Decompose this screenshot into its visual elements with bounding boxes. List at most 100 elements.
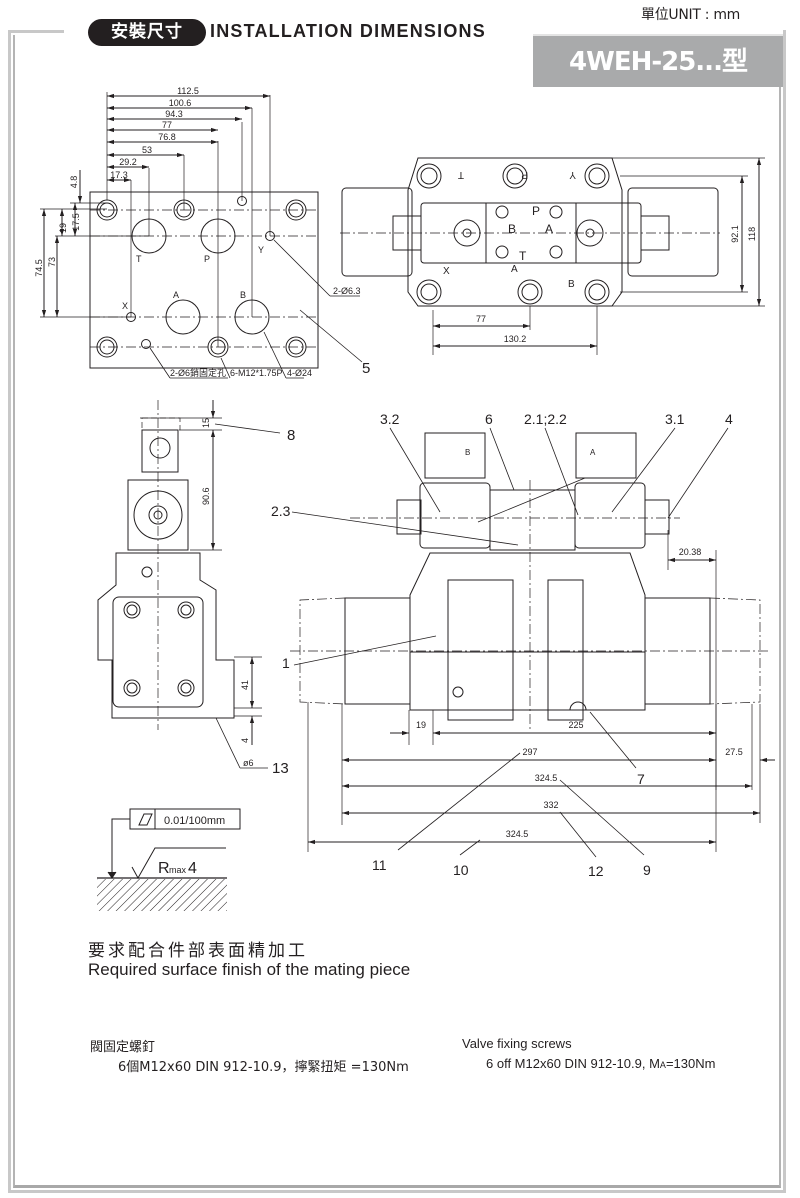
dim-94-3: 94.3: [165, 109, 183, 119]
callout-item-5: 5: [362, 360, 370, 377]
callout-6: 6: [485, 411, 493, 427]
screws-value-en-suffix: =130Nm: [665, 1056, 716, 1071]
dim-20-38: 20.38: [679, 547, 702, 557]
dim-19-front: 19: [416, 720, 426, 730]
leader-lines: [149, 239, 363, 379]
solenoid-label-a: A: [590, 448, 596, 457]
top-label-t: T: [458, 169, 464, 180]
side-view: 15 90.6 41 4 ø6 8 13: [97, 400, 295, 777]
screws-value-en: 6 off M12x60 DIN 912-10.9, MA=130Nm: [486, 1056, 715, 1071]
dim-297: 297: [522, 747, 537, 757]
screws-value-en-prefix: 6 off M12x60 DIN 912-10.9, M: [486, 1056, 660, 1071]
top-view-dim-labels: 77 130.2 92.1 118: [476, 225, 757, 344]
port-label-t: T: [136, 254, 142, 264]
dim-324-5-b: 324.5: [506, 829, 529, 839]
front-view: B A 3.2 6 2.1;2.2 3.1 4 2.3 1: [271, 411, 775, 879]
dim-27-5: 27.5: [725, 747, 743, 757]
dim-76-8: 76.8: [158, 132, 176, 142]
bolt-holes: [96, 199, 307, 358]
roughness-sub: max: [169, 865, 187, 875]
bottom-label-a: A: [511, 264, 518, 275]
callout-3-1: 3.1: [665, 411, 685, 427]
dim-130-2: 130.2: [504, 334, 527, 344]
dim-90-6: 90.6: [201, 487, 211, 505]
surface-note-en: Required surface finish of the mating pi…: [88, 960, 411, 979]
dim-92-1: 92.1: [730, 225, 740, 243]
pilot-label-a: A: [545, 222, 553, 236]
top-view-bolts: [416, 163, 610, 305]
dim-112-5: 112.5: [177, 86, 199, 96]
callout-4: 4: [725, 411, 733, 427]
dim-19: 19: [58, 223, 68, 233]
vertical-dim-labels: 4.8 19 17.5 74.5 73: [34, 176, 81, 277]
callout-item-8: 8: [287, 427, 295, 444]
callout-3-2: 3.2: [380, 411, 400, 427]
surface-finish-symbol: 0.01/100mm R max 4: [97, 808, 241, 911]
hatched-surface: [97, 879, 227, 911]
dim-225: 225: [568, 720, 583, 730]
top-label-y: Y: [569, 169, 576, 180]
model-badge: 4WEH-25...型: [533, 34, 783, 87]
port-label-b: B: [240, 290, 246, 300]
callout-7: 7: [637, 771, 645, 787]
bottom-label-x: X: [443, 266, 450, 277]
dim-17-3: 17.3: [110, 170, 128, 180]
screws-title-en: Valve fixing screws: [462, 1036, 572, 1051]
horizontal-dim-labels: 112.5 100.6 94.3 77 76.8 53 29.2 17.3: [110, 86, 199, 180]
pilot-label-b: B: [508, 222, 516, 236]
port-labels: T P Y X A B: [122, 245, 264, 311]
callout-ports: 4-Ø24: [287, 368, 312, 378]
right-manual-override: [644, 499, 670, 535]
front-view-callouts: 3.2 6 2.1;2.2 3.1 4 2.3 1 7 11 10 12 9: [271, 411, 733, 879]
dim-332: 332: [543, 800, 558, 810]
callout-11: 11: [372, 857, 387, 873]
pilot-label-p: P: [532, 204, 540, 218]
callout-item-13: 13: [272, 760, 289, 777]
callout-10: 10: [453, 862, 469, 878]
dim-77-top: 77: [476, 314, 486, 324]
callout-threads: 6-M12*1.75P: [230, 368, 283, 378]
centerlines: [90, 209, 318, 348]
side-view-labels: 15 90.6 41 4 ø6 8 13: [201, 418, 295, 777]
dim-15: 15: [201, 418, 211, 428]
unit-label: 單位UNIT : mm: [641, 7, 740, 23]
dim-d6: ø6: [243, 758, 254, 768]
side-body: [97, 552, 235, 719]
callout-12: 12: [588, 863, 604, 879]
callout-9: 9: [643, 862, 651, 878]
front-view-leaders: [291, 427, 729, 858]
front-view-dim-labels: 20.38 19 225 297 27.5 324.5 332 324.5: [416, 547, 743, 839]
bottom-label-b: B: [568, 279, 575, 290]
callout-2-3: 2.3: [271, 503, 291, 519]
top-label-p: P: [521, 169, 528, 180]
page-frame: [8, 30, 786, 1193]
callout-1: 1: [282, 655, 290, 671]
left-connector: [424, 432, 486, 479]
dim-73: 73: [47, 257, 57, 267]
roughness-value: 4: [188, 860, 197, 877]
solenoid-label-b: B: [465, 448, 470, 457]
port-label-p: P: [204, 254, 210, 264]
right-solenoid: [574, 482, 646, 549]
title-zh-badge: 安裝尺寸: [88, 19, 206, 46]
dim-41: 41: [240, 680, 250, 690]
port-label-a: A: [173, 290, 179, 300]
dim-74-5: 74.5: [34, 259, 44, 277]
pilot-body: [489, 489, 576, 551]
left-manual-override: [396, 499, 422, 535]
dim-118: 118: [747, 227, 757, 241]
left-solenoid: [419, 482, 491, 549]
connector: [141, 429, 179, 473]
roughness-symbol: [131, 847, 226, 880]
page-title: INSTALLATION DIMENSIONS: [210, 21, 486, 41]
dim-53: 53: [142, 145, 152, 155]
main-body: [409, 552, 646, 711]
dim-100-6: 100.6: [169, 98, 192, 108]
port-label-y: Y: [258, 245, 264, 255]
solenoid-labels: B A: [465, 448, 596, 457]
dim-4: 4: [240, 738, 250, 743]
mounting-plate-outline: [89, 191, 319, 369]
callout-small-holes: 2-Ø6.3: [333, 286, 361, 296]
screws-title-zh: 閥固定螺釘: [90, 1040, 156, 1055]
frame-corner: [8, 30, 64, 33]
